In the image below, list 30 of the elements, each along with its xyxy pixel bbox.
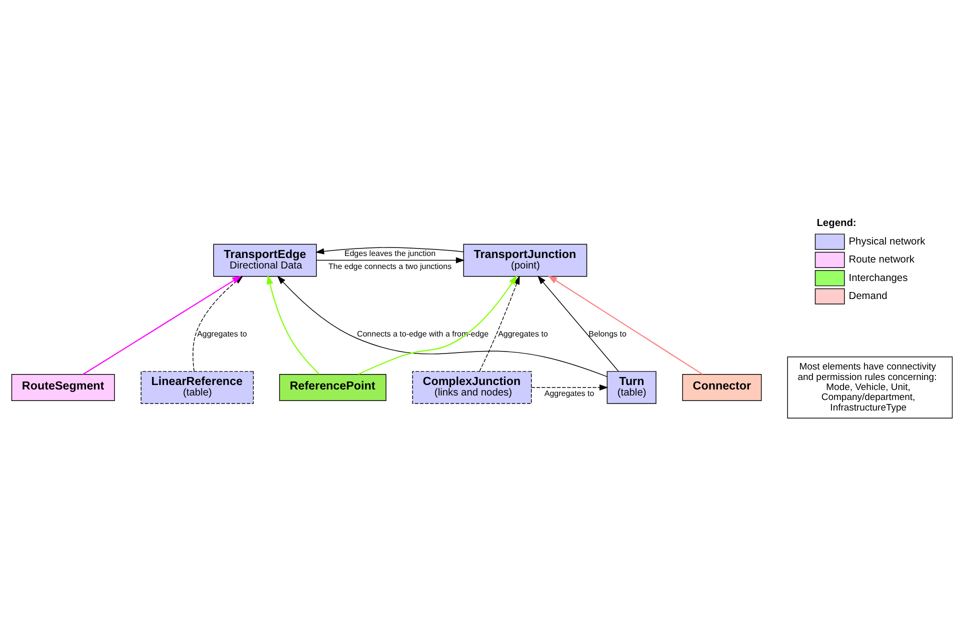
- legend-label: Demand: [848, 291, 888, 302]
- legend-label: Route network: [848, 254, 914, 266]
- node-box: Turn (table): [606, 371, 656, 404]
- node-box: LinearReference (table): [140, 371, 254, 404]
- edge-label: The edge connects a two junctions: [328, 262, 452, 271]
- legend-label: Interchanges: [848, 272, 908, 284]
- node-box: Most elements have connectivity and permission rules concerning: Mode, Vehicle, Unit, Company/department, InfrastructureType: [787, 356, 953, 418]
- edge-label: Aggregates to: [498, 329, 548, 338]
- arrow: [315, 247, 464, 254]
- node-box: TransportEdge Directional Data: [213, 244, 317, 277]
- arrow: [266, 274, 320, 375]
- arrow: [82, 276, 242, 375]
- arrow: [548, 275, 703, 375]
- edge-label: Belongs to: [588, 329, 626, 338]
- node-box: ComplexJunction (links and nodes): [412, 371, 532, 404]
- edge-label: Edges leaves the junction: [344, 248, 436, 258]
- node-box: TransportJunction (point): [463, 244, 588, 277]
- label: Legend:: [816, 218, 856, 230]
- edge-label: Aggregates to: [197, 329, 247, 338]
- arrow: [531, 384, 608, 391]
- node-box: ReferencePoint: [279, 374, 386, 401]
- node-box: Connector: [682, 374, 762, 401]
- arrow: [277, 276, 608, 378]
- arrow: [358, 275, 518, 375]
- legend-label: Physical network: [848, 236, 926, 248]
- arrow: [316, 257, 465, 264]
- edge-label: Aggregates to: [544, 389, 594, 398]
- arrow: [479, 276, 520, 372]
- node-box: RouteSegment: [11, 374, 115, 401]
- arrow: [537, 276, 619, 372]
